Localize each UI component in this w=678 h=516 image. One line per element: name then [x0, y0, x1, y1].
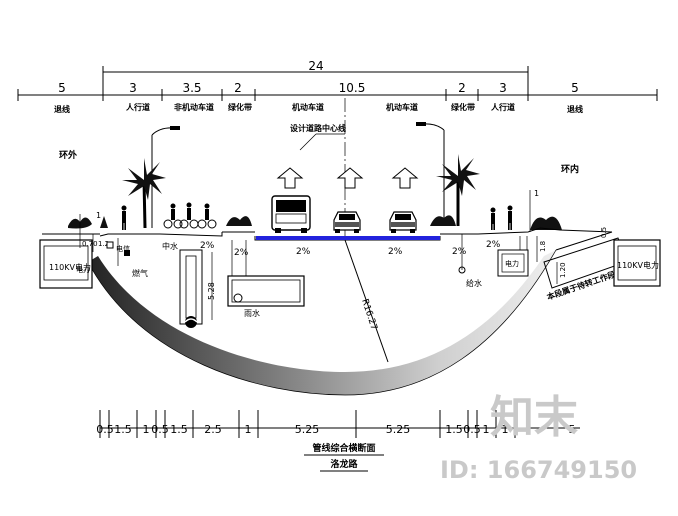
zone-label: 人行道 — [491, 102, 515, 112]
dim-segment: 2 — [234, 81, 242, 95]
road-surface — [42, 227, 613, 241]
shrubs — [68, 215, 562, 230]
rain-water-box: 雨水 2% — [227, 240, 305, 318]
palm-tree-right — [436, 154, 480, 226]
radius-line — [344, 239, 389, 363]
tunnel-arc — [88, 250, 556, 395]
gas-label: 燃气 — [132, 268, 148, 278]
right-utilities: 给水 电力 1 1.8 1.20 0.5 — [458, 189, 608, 288]
slope-label: 2% — [296, 247, 311, 257]
bottom-dim: 1.5 — [114, 423, 132, 436]
traffic-arrows — [276, 167, 419, 189]
bottom-dim: 0.5 — [96, 423, 114, 436]
bottom-dim: 1.5 — [170, 423, 188, 436]
watermark: 知末 ID: 166749150 — [440, 392, 637, 484]
reserve-note: 本段属于待转工作段 — [544, 269, 616, 302]
street-light-right — [416, 122, 445, 226]
bottom-dim: 0.5 — [463, 423, 481, 436]
dim-segment: 5 — [58, 81, 66, 95]
dim-segment: 10.5 — [339, 81, 366, 95]
sewage-pipe-shaft: 5.28 — [179, 249, 216, 328]
vdim-left-top: 1 — [96, 211, 101, 220]
bottom-dim: 5 — [569, 423, 576, 436]
watermark-brand: 知末 — [490, 392, 578, 443]
vdim-left-low: 0.70 — [82, 240, 98, 248]
bottom-dim: 2.5 — [204, 423, 222, 436]
vdim-left-mid: 1.2 — [98, 240, 109, 248]
zone-label: 人行道 — [126, 102, 150, 112]
cable-left-label: 110KV电力 — [49, 262, 91, 272]
bottom-dim: 1 — [245, 423, 252, 436]
title-main: 管线综合横断面 — [312, 442, 375, 454]
dim-segment: 3.5 — [182, 81, 201, 95]
zone-label: 绿化带 — [228, 102, 252, 112]
bottom-dim: 1.5 — [445, 423, 463, 436]
vdim-right-mid: 1.8 — [539, 241, 547, 252]
pedestrians — [121, 205, 513, 230]
vdim-right-edge: 0.5 — [600, 227, 608, 238]
zone-label: 非机动车道 — [174, 102, 214, 112]
slope-label: 2% — [452, 247, 467, 257]
water-supply-label: 给水 — [466, 278, 482, 288]
slope-label: 2% — [234, 248, 249, 258]
centerline-label: 设计道路中心线 — [290, 123, 346, 133]
top-dimension-chain: 24 5 3 3.5 2 10.5 2 3 5 退线 人行道 非机动车道 绿化带… — [17, 59, 658, 114]
zone-label: 绿化带 — [451, 102, 475, 112]
left-utilities: 1 1.2 0.70 电信 电力 燃气 中水 2% — [76, 211, 215, 278]
bottom-dim: 5.25 — [386, 423, 411, 436]
slope-label: 2% — [200, 241, 215, 251]
rain-water-label: 雨水 — [244, 308, 260, 318]
bottom-dim: 1 — [483, 423, 490, 436]
telecom-label: 电信 — [116, 244, 130, 253]
zone-label: 退线 — [567, 104, 583, 114]
total-width-label: 24 — [308, 59, 323, 73]
dim-segment: 5 — [571, 81, 579, 95]
bottom-dim: 0.5 — [151, 423, 169, 436]
dim-segment: 3 — [499, 81, 507, 95]
bottom-dim: 1 — [143, 423, 150, 436]
power-label-right: 电力 — [505, 259, 519, 268]
cable-box-left: 110KV电力 — [39, 239, 93, 289]
car-middle — [333, 211, 361, 233]
palm-tree-left — [122, 158, 166, 229]
car-right — [389, 211, 417, 233]
zone-label: 机动车道 — [386, 102, 418, 112]
bottom-dim: 5.25 — [295, 423, 320, 436]
slope-label: 2% — [388, 247, 403, 257]
inner-ring-label: 环内 — [561, 163, 579, 175]
top-ticks — [17, 78, 658, 101]
depth-label: 5.28 — [207, 282, 216, 300]
slope-label: 2% — [486, 240, 501, 250]
power-label-left: 电力 — [76, 265, 90, 274]
bottom-dim: 1 — [502, 423, 509, 436]
cyclists — [163, 202, 217, 229]
outer-ring-label: 环外 — [59, 149, 77, 161]
dim-segment: 2 — [458, 81, 466, 95]
dim-segment: 3 — [129, 81, 137, 95]
drawing-title: 管线综合横断面 洛龙路 — [304, 442, 384, 472]
zone-label: 机动车道 — [292, 102, 324, 112]
reclaimed-water-label: 中水 — [162, 241, 178, 251]
title-sub: 洛龙路 — [330, 458, 358, 470]
cable-box-right: 110KV电力 — [613, 239, 661, 287]
watermark-id: ID: 166749150 — [440, 456, 637, 484]
vdim-right-top: 1 — [534, 189, 539, 198]
radius-label: R16.27 — [359, 298, 378, 332]
cable-right-label: 110KV电力 — [617, 260, 659, 270]
zone-label: 退线 — [54, 104, 70, 114]
bus — [271, 195, 311, 233]
vdim-right-low: 1.20 — [559, 262, 567, 278]
bottom-dimension-chain: 0.5 1.5 1 0.5 1.5 2.5 1 5.25 5.25 1.5 0.… — [96, 410, 580, 438]
